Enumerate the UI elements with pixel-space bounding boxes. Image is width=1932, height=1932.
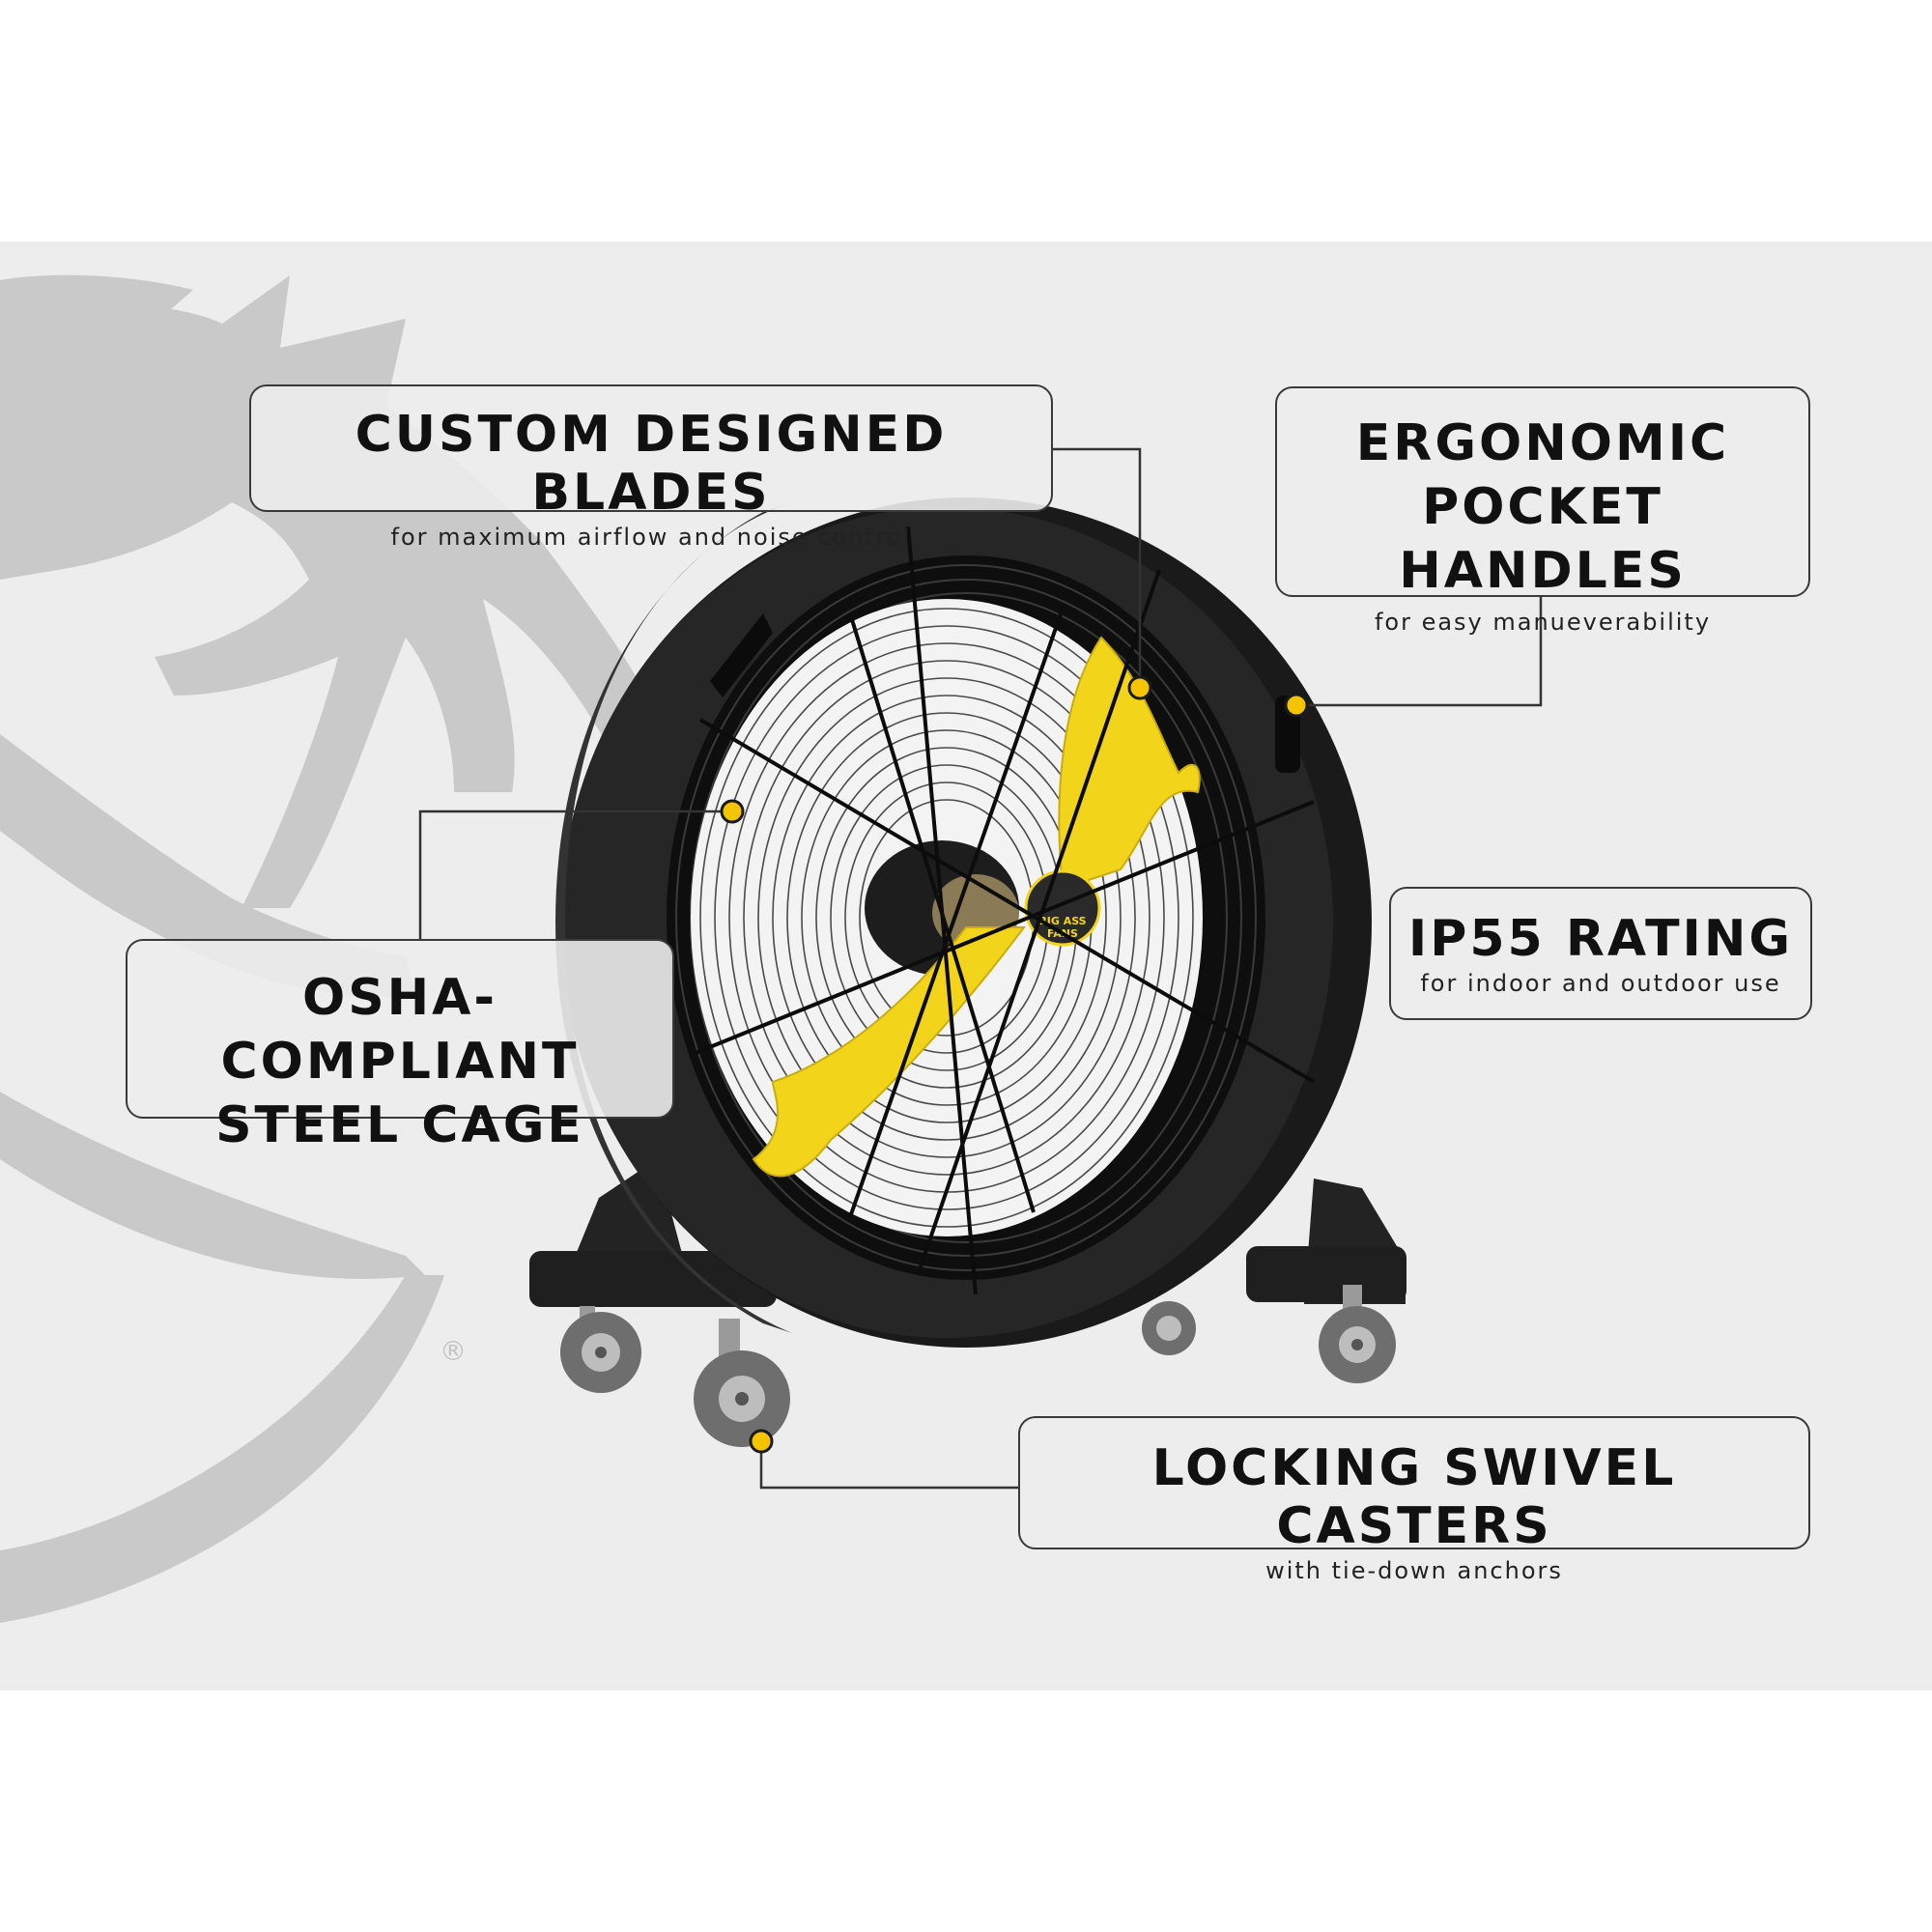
callout-title: LOCKING SWIVEL CASTERS — [1151, 1439, 1677, 1555]
callout-title-line2: POCKET HANDLES — [1399, 478, 1687, 600]
callout-steel-cage: OSHA-COMPLIANT STEEL CAGE — [126, 939, 674, 1154]
callout-title: CUSTOM DESIGNED BLADES — [355, 406, 948, 522]
callout-swivel-casters: LOCKING SWIVEL CASTERS with tie-down anc… — [1018, 1416, 1810, 1584]
callout-subtitle: for easy manueverability — [1374, 609, 1712, 636]
product-illustration: ® — [0, 274, 1543, 1623]
guard-spokes — [695, 526, 1316, 1295]
callout-title-line2: STEEL CAGE — [215, 1096, 584, 1154]
callout-connectors — [418, 447, 1543, 1490]
registered-mark: ® — [440, 1335, 467, 1367]
callout-title: IP55 RATING — [1407, 910, 1794, 968]
callout-subtitle: for maximum airflow and noise control — [390, 524, 912, 551]
callout-pocket-handles: ERGONOMIC POCKET HANDLES for easy manuev… — [1275, 386, 1810, 636]
callout-custom-blades: CUSTOM DESIGNED BLADES for maximum airfl… — [249, 384, 1053, 551]
callout-title-line1: ERGONOMIC — [1355, 414, 1730, 472]
fan-hub-logo-icon — [1024, 869, 1101, 947]
callout-subtitle: with tie-down anchors — [1265, 1557, 1563, 1584]
callout-marker-icon — [720, 675, 1309, 1454]
callout-subtitle: for indoor and outdoor use — [1420, 970, 1781, 997]
callout-ip55-rating: IP55 RATING for indoor and outdoor use — [1389, 887, 1812, 1020]
donkey-eye-icon — [184, 696, 280, 745]
handle-pocket-left — [710, 613, 773, 697]
caster-wheels — [560, 1285, 1396, 1447]
callout-title-line1: OSHA-COMPLIANT — [220, 969, 580, 1091]
fan-blades — [752, 636, 1201, 1178]
hub-logo-line1: BIG ASS — [1038, 915, 1086, 927]
